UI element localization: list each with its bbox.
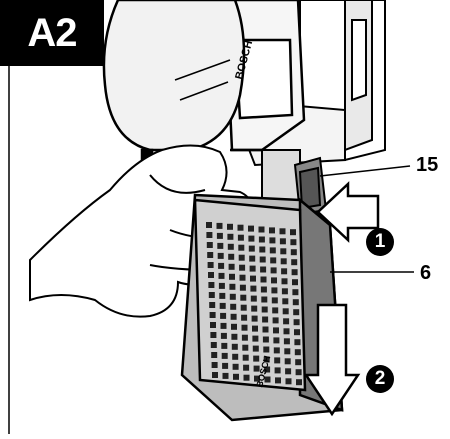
step-badge-2: 2 — [366, 365, 394, 393]
sander-body — [223, 0, 306, 152]
dust-box-filter-grid — [206, 222, 302, 386]
step-badge-1: 1 — [366, 228, 394, 256]
callout-15-leader — [319, 165, 411, 177]
pull-down-arrow — [303, 303, 361, 417]
release-latch — [293, 156, 328, 216]
sander-handle — [102, 0, 246, 164]
callout-label-15: 15 — [416, 154, 439, 176]
callout-label-6: 6 — [420, 262, 432, 284]
push-arrow — [316, 181, 380, 243]
figure-tag: A2 — [0, 0, 104, 66]
